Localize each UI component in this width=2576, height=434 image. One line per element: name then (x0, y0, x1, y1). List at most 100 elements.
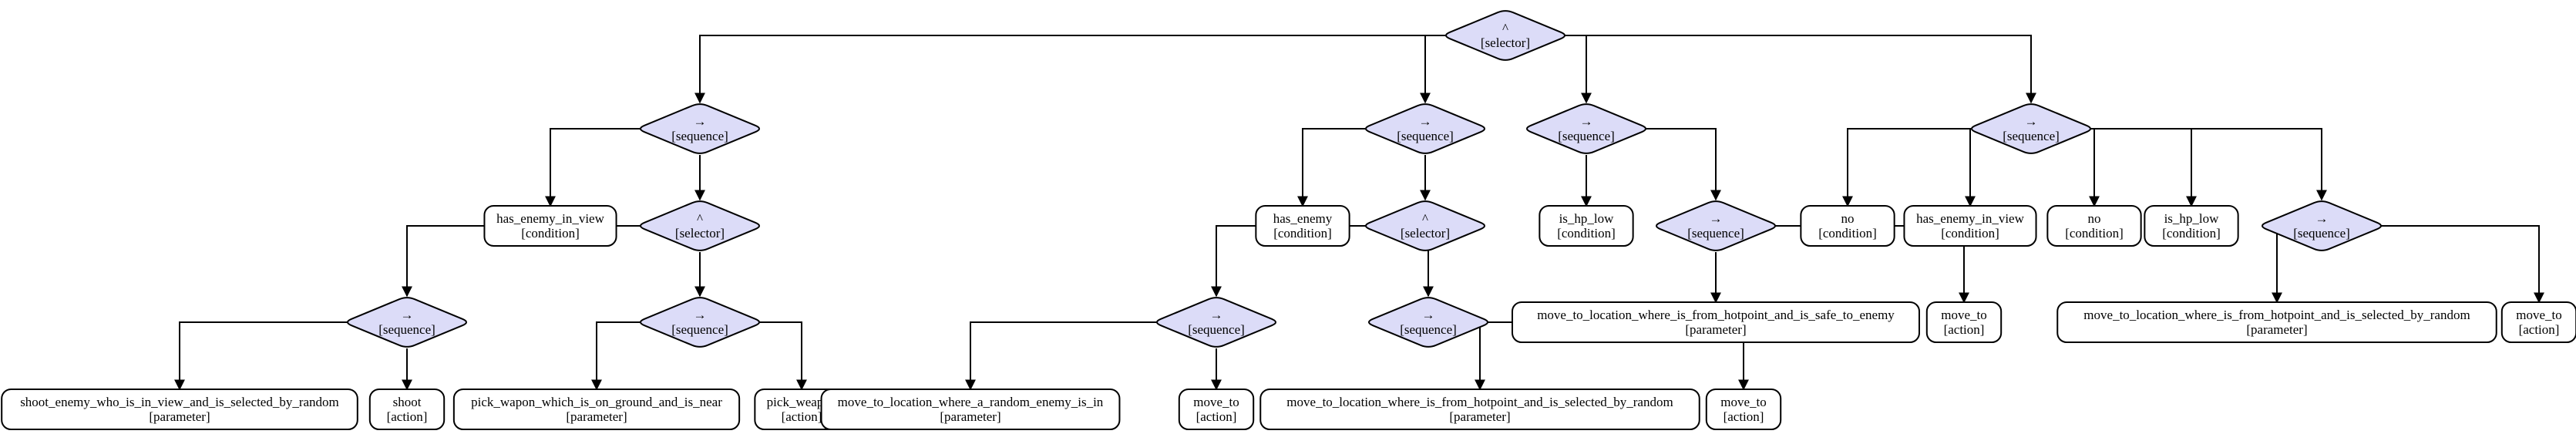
node-label: shoot_enemy_who_is_in_view_and_is_select… (20, 395, 339, 409)
node-label: no (2088, 211, 2101, 226)
rect-node-cond-has-enemy-in-view-a: has_enemy_in_view[condition] (483, 205, 617, 247)
edge-arrow (2380, 225, 2544, 304)
diamond-node-seq-d1: →[sequence] (2262, 200, 2382, 251)
edge-arrow (2090, 128, 2197, 207)
diamond-shape (1526, 103, 1646, 154)
rect-shape (1512, 301, 1920, 343)
rect-node-action-move-to-c: move_to[action] (1925, 301, 2003, 343)
rect-shape (452, 389, 741, 430)
node-label: move_to (2516, 308, 2562, 322)
node-label: → (1710, 211, 1723, 226)
rect-node-param-safe-to-enemy: move_to_location_where_is_from_hotpoint_… (1512, 301, 1920, 343)
node-label: no (1841, 211, 1855, 226)
rect-node-param-hotpoint-random-b: move_to_location_where_is_from_hotpoint_… (1259, 389, 1700, 430)
node-label: pick_weapon (767, 395, 837, 409)
diamond-shape (1445, 10, 1565, 61)
node-type-label: [action] (387, 409, 428, 424)
node-type-label: [condition] (2162, 226, 2221, 241)
node-type-label: [action] (1196, 409, 1237, 424)
node-label: pick_wapon_which_is_on_ground_and_is_nea… (471, 395, 722, 409)
edge-arrow (1842, 128, 1972, 207)
node-type-label: [sequence] (1558, 129, 1615, 143)
diamond-shape (640, 103, 760, 154)
rect-node-cond-is-hp-low-c: is_hp_low[condition] (1539, 205, 1634, 247)
edge-arrow (2263, 225, 2282, 304)
node-label: has_enemy (1273, 211, 1333, 226)
node-type-label: [sequence] (1400, 322, 1457, 337)
rect-node-cond-no-2: no[condition] (2046, 205, 2142, 247)
rect-node-param-shoot-enemy: shoot_enemy_who_is_in_view_and_is_select… (1, 389, 358, 430)
rect-node-action-move-to-d: move_to[action] (2500, 301, 2576, 343)
edge-arrow (1645, 128, 1721, 201)
diamond-node-seq-b2: →[sequence] (1368, 297, 1488, 348)
rect-node-cond-is-hp-low-d: is_hp_low[condition] (2144, 205, 2239, 247)
rect-shape (820, 389, 1121, 430)
rect-shape (1903, 205, 2037, 247)
diamond-shape (1656, 200, 1776, 251)
node-label: → (1422, 308, 1435, 322)
diamond-node-sel-a: ^[selector] (640, 200, 760, 251)
rect-shape (2500, 301, 2576, 343)
node-label: ^ (1502, 21, 1508, 35)
diamond-node-seq-a: →[sequence] (640, 103, 760, 154)
edge-arrow (694, 35, 1447, 104)
node-type-label: [condition] (2065, 226, 2124, 241)
rect-shape (1925, 301, 2003, 343)
diamond-node-root-selector: ^[selector] (1445, 10, 1565, 61)
node-type-label: [selector] (1481, 35, 1530, 50)
edge-arrow (2089, 128, 2100, 207)
node-type-label: [sequence] (378, 322, 435, 337)
node-type-label: [sequence] (1397, 129, 1454, 143)
node-label: has_enemy_in_view (496, 211, 604, 226)
node-label: is_hp_low (2164, 211, 2220, 226)
rect-shape (2056, 301, 2497, 343)
node-label: → (1210, 308, 1223, 322)
edge-arrow (174, 321, 348, 391)
diamond-node-seq-b: →[sequence] (1365, 103, 1485, 154)
node-type-label: [parameter] (1685, 322, 1746, 337)
rect-node-action-shoot: shoot[action] (368, 389, 446, 430)
node-label: → (2315, 211, 2329, 226)
diamond-shape (347, 297, 467, 348)
rect-shape (1259, 389, 1700, 430)
edge-arrow (758, 321, 807, 391)
node-type-label: [parameter] (1449, 409, 1510, 424)
node-type-label: [sequence] (671, 322, 728, 337)
node-type-label: [action] (1723, 409, 1764, 424)
node-type-label: [action] (782, 409, 822, 424)
node-label: → (694, 308, 707, 322)
node-label: move_to_location_where_is_from_hotpoint_… (1537, 308, 1895, 322)
diamond-node-seq-b1: →[sequence] (1156, 297, 1276, 348)
node-label: has_enemy_in_view (1916, 211, 2024, 226)
nodes-layer: ^[selector]→[sequence]has_enemy_in_view[… (1, 10, 2576, 430)
node-label: move_to_location_where_a_random_enemy_is… (838, 395, 1104, 409)
diamond-shape (2262, 200, 2382, 251)
node-type-label: [condition] (521, 226, 580, 241)
node-type-label: [sequence] (2293, 226, 2350, 241)
edge-arrow (2090, 128, 2327, 201)
rect-node-param-pick-wapon: pick_wapon_which_is_on_ground_and_is_nea… (452, 389, 741, 430)
rect-shape (368, 389, 446, 430)
node-label: move_to_location_where_is_from_hotpoint_… (1286, 395, 1673, 409)
edge-arrow (1475, 321, 1487, 391)
diamond-node-seq-d: →[sequence] (1971, 103, 2091, 154)
node-type-label: [sequence] (1687, 226, 1744, 241)
node-label: → (401, 308, 414, 322)
node-label: is_hp_low (1559, 211, 1615, 226)
rect-shape (1178, 389, 1255, 430)
node-type-label: [sequence] (1188, 322, 1245, 337)
node-type-label: [parameter] (566, 409, 627, 424)
node-label: ^ (1422, 211, 1428, 226)
rect-shape (483, 205, 617, 247)
edge-arrow (1564, 35, 2036, 104)
node-type-label: [selector] (1401, 226, 1450, 241)
edge-arrow (1297, 128, 1367, 207)
node-label: → (2025, 114, 2038, 129)
diamond-node-seq-c: →[sequence] (1526, 103, 1646, 154)
rect-shape (1800, 205, 1895, 247)
rect-node-cond-has-enemy-in-view-d: has_enemy_in_view[condition] (1903, 205, 2037, 247)
node-type-label: [condition] (1273, 226, 1332, 241)
edge-arrow (1420, 35, 1447, 104)
rect-shape (2144, 205, 2239, 247)
node-label: move_to (1193, 395, 1239, 409)
